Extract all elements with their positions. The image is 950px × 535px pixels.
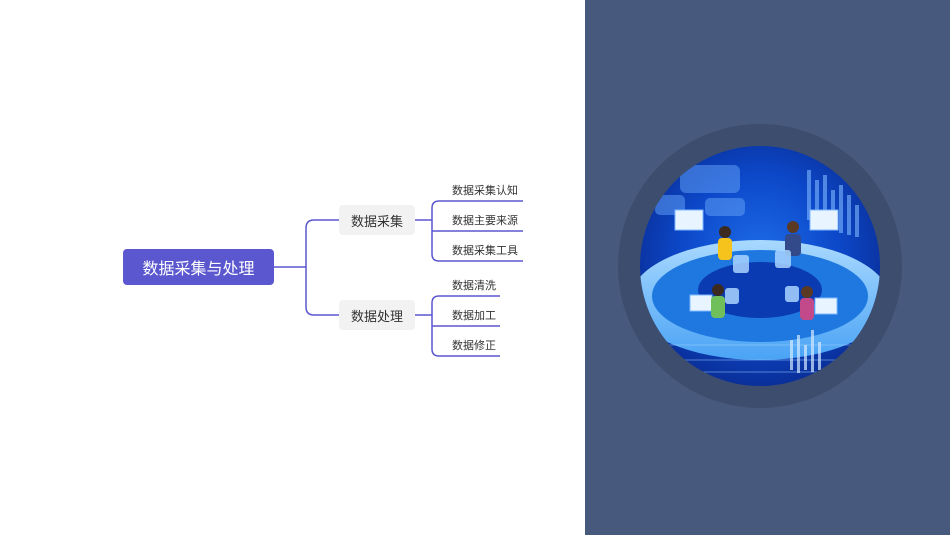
mindmap-area: 数据采集与处理 数据采集 数据处理 数据采集认知 数据主要来源 数据采集工具 数… <box>123 184 523 357</box>
workers <box>711 221 814 320</box>
illustration-panel <box>585 0 950 535</box>
leaf-node: 数据清洗 <box>452 279 496 292</box>
workstations <box>674 209 839 315</box>
leaf-node: 数据加工 <box>452 309 496 322</box>
branch-node-processing: 数据处理 <box>339 300 415 330</box>
mindmap-connectors <box>274 200 523 357</box>
leaf-node: 数据采集工具 <box>452 244 518 257</box>
branch-node-collection: 数据采集 <box>339 205 415 235</box>
leaf-node: 数据采集认知 <box>452 184 518 197</box>
mindmap-root-node: 数据采集与处理 <box>123 249 274 285</box>
data-center-globe-illustration <box>618 124 902 408</box>
leaf-node: 数据主要来源 <box>452 214 518 227</box>
leaf-node: 数据修正 <box>452 339 496 352</box>
